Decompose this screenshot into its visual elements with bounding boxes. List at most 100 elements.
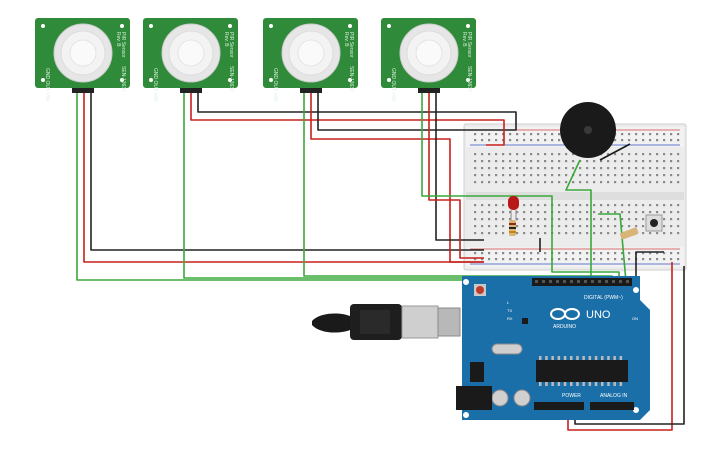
breadboard-hole: [635, 160, 638, 163]
breadboard-hole: [474, 218, 477, 221]
arduino-logo: [550, 308, 580, 320]
chip-pin: [557, 356, 561, 360]
breadboard-hole: [565, 204, 568, 207]
breadboard-hole: [474, 211, 477, 214]
chip-pin: [582, 382, 585, 386]
breadboard-hole: [628, 133, 631, 136]
breadboard-hole: [621, 225, 624, 228]
breadboard-hole: [607, 211, 610, 214]
breadboard-hole: [649, 181, 652, 184]
breadboard-hole: [537, 252, 540, 255]
breadboard-hole: [530, 225, 533, 228]
header-pin: [535, 280, 538, 283]
breadboard-hole: [607, 181, 610, 184]
breadboard-hole: [474, 160, 477, 163]
breadboard-hole: [579, 258, 582, 261]
breadboard-hole: [642, 204, 645, 207]
breadboard-hole: [649, 167, 652, 170]
breadboard-hole: [635, 181, 638, 184]
breadboard-hole: [586, 218, 589, 221]
breadboard-hole: [474, 174, 477, 177]
breadboard-hole: [635, 218, 638, 221]
breadboard-hole: [488, 153, 491, 156]
breadboard-hole: [677, 232, 680, 235]
breadboard-hole: [551, 181, 554, 184]
breadboard-hole: [544, 225, 547, 228]
breadboard-hole: [481, 139, 484, 142]
breadboard-hole: [530, 232, 533, 235]
breadboard-hole: [572, 218, 575, 221]
breadboard-hole: [579, 181, 582, 184]
breadboard-hole: [628, 139, 631, 142]
breadboard-hole: [502, 167, 505, 170]
breadboard-hole: [544, 174, 547, 177]
breadboard-hole: [530, 252, 533, 255]
chip-pin: [601, 356, 604, 360]
breadboard-hole: [607, 232, 610, 235]
breadboard-hole: [656, 181, 659, 184]
breadboard-hole: [558, 167, 561, 170]
breadboard-hole: [481, 252, 484, 255]
pushbutton: [645, 214, 663, 232]
breadboard-hole: [523, 153, 526, 156]
breadboard-hole: [537, 225, 540, 228]
breadboard-hole: [614, 139, 617, 142]
breadboard-hole: [635, 204, 638, 207]
breadboard-hole: [642, 133, 645, 136]
breadboard-hole: [607, 160, 610, 163]
breadboard-hole: [621, 218, 624, 221]
breadboard-hole: [488, 133, 491, 136]
chip-pins: [539, 356, 623, 386]
pir-sensor-3: PIR Sensor Rev. B SEN-13637 GND OUT +5V: [263, 18, 358, 102]
header-pin: [591, 280, 594, 283]
breadboard-hole: [670, 174, 673, 177]
header-pin: [549, 280, 552, 283]
breadboard-hole: [614, 225, 617, 228]
breadboard-hole: [656, 133, 659, 136]
breadboard-hole: [649, 252, 652, 255]
breadboard-hole: [677, 133, 680, 136]
breadboard-hole: [663, 181, 666, 184]
breadboard-hole: [481, 153, 484, 156]
wire-pir4-gnd: [435, 92, 484, 241]
breadboard-hole: [551, 174, 554, 177]
breadboard-hole: [530, 218, 533, 221]
chip-pin: [613, 382, 616, 386]
breadboard-hole: [537, 211, 540, 214]
breadboard-hole: [635, 211, 638, 214]
breadboard-hole: [488, 225, 491, 228]
breadboard-hole: [663, 232, 666, 235]
breadboard-hole: [579, 232, 582, 235]
breadboard-hole: [586, 204, 589, 207]
breadboard-hole: [523, 181, 526, 184]
breadboard-hole: [495, 181, 498, 184]
breadboard-hole: [551, 167, 554, 170]
breadboard-hole: [621, 204, 624, 207]
breadboard-hole: [670, 218, 673, 221]
breadboard-hole: [635, 153, 638, 156]
breadboard-hole: [509, 153, 512, 156]
breadboard-hole: [481, 133, 484, 136]
breadboard-hole: [593, 160, 596, 163]
breadboard-hole: [502, 204, 505, 207]
breadboard-hole: [537, 153, 540, 156]
wire-buzzer-signal: [565, 159, 592, 282]
wire-pir4-out: [421, 92, 620, 282]
breadboard-hole: [572, 153, 575, 156]
breadboard-hole: [502, 160, 505, 163]
breadboard-hole: [523, 160, 526, 163]
breadboard-hole: [663, 218, 666, 221]
breadboard-hole: [621, 167, 624, 170]
pir-rev: Rev. B: [115, 32, 121, 47]
breadboard-hole: [593, 232, 596, 235]
breadboard-hole: [572, 232, 575, 235]
breadboard-hole: [516, 139, 519, 142]
breadboard-hole: [537, 204, 540, 207]
pir-rev: Rev. B: [461, 32, 467, 47]
breadboard-hole: [565, 252, 568, 255]
digital-header-pins: [535, 280, 629, 283]
wire-pir4-vcc: [428, 92, 484, 259]
breadboard-hole: [628, 258, 631, 261]
breadboard-hole: [572, 204, 575, 207]
breadboard-hole: [579, 167, 582, 170]
